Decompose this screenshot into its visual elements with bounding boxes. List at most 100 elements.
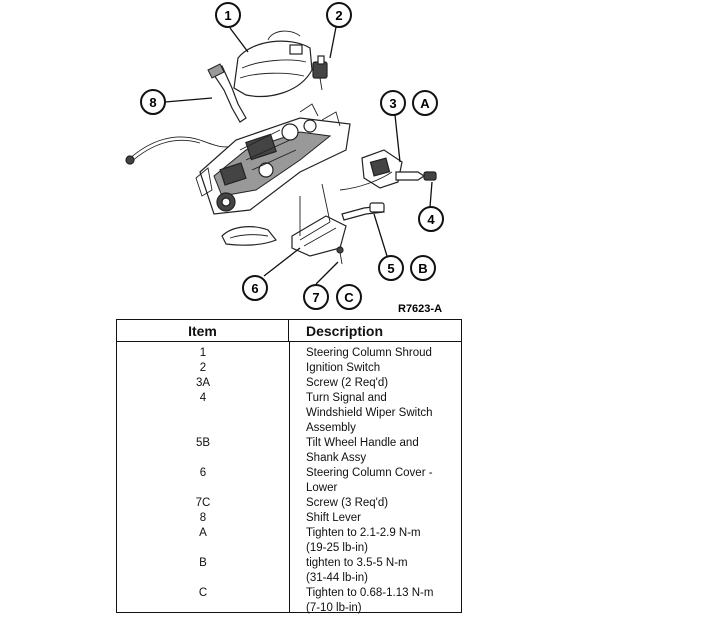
lower-column-cover-drawing — [291, 183, 347, 257]
description-line: Shift Lever — [306, 512, 361, 524]
table-row: C Tighten to 0.68-1.13 N-m (7-10 lb-in) — [117, 586, 461, 616]
callout-circle — [326, 2, 352, 28]
callout-label: C — [344, 290, 354, 305]
description-cell: Tighten to 2.1-2.9 N-m (19-25 lb-in) — [306, 526, 458, 556]
description-cell: Shift Lever — [306, 511, 458, 526]
callout-label: 7 — [312, 290, 319, 305]
callout-label: 2 — [335, 8, 342, 23]
callout-8: 8 — [140, 89, 166, 115]
table-row: 2 Ignition Switch — [117, 361, 461, 376]
item-cell: C — [198, 587, 208, 599]
callout-group: 1 2 3 A 4 5 B 6 7 C 8 — [140, 2, 444, 310]
item-cell: B — [199, 557, 207, 569]
callout-c: C — [336, 284, 362, 310]
description-line: Shank Assy — [306, 452, 367, 464]
description-cell: Screw (3 Req'd) — [306, 496, 458, 511]
table-row: A Tighten to 2.1-2.9 N-m (19-25 lb-in) — [117, 526, 461, 556]
callout-label: B — [418, 261, 427, 276]
description-line: Steering Column Cover - — [306, 467, 433, 479]
callout-6: 6 — [242, 275, 268, 301]
exploded-steering-column-diagram: 1 2 3 A 4 5 B 6 7 C 8 R7623-A — [125, 2, 444, 315]
leader-lines — [164, 26, 433, 285]
callout-a: A — [412, 90, 438, 116]
item-cell: A — [199, 527, 207, 539]
figure-reference: R7623-A — [398, 303, 442, 315]
callout-circle — [303, 284, 329, 310]
table-row: 6 Steering Column Cover - Lower — [117, 466, 461, 496]
description-cell: tighten to 3.5-5 N-m(31-44 lb-in) — [306, 556, 458, 586]
steering-column-body-drawing — [195, 103, 351, 215]
shift-lever-drawing — [207, 63, 247, 123]
callout-circle — [336, 284, 362, 310]
description-line: Screw (2 Req'd) — [306, 377, 389, 389]
description-line: Tilt Wheel Handle and — [306, 437, 419, 449]
description-line: (7-10 lb-in) — [306, 602, 362, 614]
description-line: Lower — [306, 482, 338, 494]
tilt-wheel-handle-drawing — [341, 202, 385, 221]
callout-7: 7 — [303, 284, 329, 310]
callout-circle — [380, 90, 406, 116]
description-line: Assembly — [306, 422, 356, 434]
callout-circle — [378, 255, 404, 281]
callout-circle — [242, 275, 268, 301]
description-cell: Ignition Switch — [306, 361, 458, 376]
turn-signal-switch-drawing — [339, 149, 437, 191]
item-cell: 2 — [199, 362, 207, 374]
description-column-header: Description — [289, 320, 461, 342]
description-cell: Steering Column Cover - Lower — [306, 466, 458, 496]
lower-bracket-drawing — [221, 226, 277, 246]
callout-label: 6 — [251, 281, 258, 296]
column-divider — [289, 342, 290, 612]
callout-b: B — [410, 255, 436, 281]
item-cell: 5B — [195, 437, 211, 449]
callout-label: 3 — [389, 96, 396, 111]
description-line: Tighten to 0.68-1.13 N-m — [306, 587, 434, 599]
table-row: 8 Shift Lever — [117, 511, 461, 526]
callout-4: 4 — [418, 206, 444, 232]
callout-label: A — [420, 96, 430, 111]
description-line: Windshield Wiper Switch — [306, 407, 433, 419]
item-cell: 8 — [199, 512, 207, 524]
description-line: Screw (3 Req'd) — [306, 497, 389, 509]
item-cell: 1 — [199, 347, 207, 359]
callout-5: 5 — [378, 255, 404, 281]
shift-cable-drawing — [125, 136, 237, 165]
item-cell: 7C — [195, 497, 211, 509]
ignition-switch-drawing — [312, 55, 328, 91]
description-line: Ignition Switch — [306, 362, 381, 374]
callout-circle — [140, 89, 166, 115]
callout-3: 3 — [380, 90, 406, 116]
callout-circle — [412, 90, 438, 116]
item-cell: 6 — [199, 467, 207, 479]
description-line: Steering Column Shroud — [306, 347, 432, 359]
cover-screw-drawing — [336, 246, 344, 265]
item-column-header: Item — [117, 320, 289, 342]
parts-legend-table: Item Description 1 Steering Column Shroud… — [116, 319, 462, 616]
description-cell: Tighten to 0.68-1.13 N-m (7-10 lb-in) — [306, 586, 458, 616]
callout-1: 1 — [215, 2, 241, 28]
callout-2: 2 — [326, 2, 352, 28]
table-row: 3A Screw (2 Req'd) — [117, 376, 461, 391]
table-row: 1 Steering Column Shroud — [117, 346, 461, 361]
table-row: 7C Screw (3 Req'd) — [117, 496, 461, 511]
callout-label: 1 — [224, 8, 231, 23]
description-cell: Steering Column Shroud — [306, 346, 458, 361]
callout-circle — [418, 206, 444, 232]
description-line: (19-25 lb-in) — [306, 542, 368, 554]
description-line: Turn Signal and — [306, 392, 387, 404]
item-cell: 3A — [195, 377, 211, 389]
callout-circle — [410, 255, 436, 281]
callout-circle — [215, 2, 241, 28]
callout-label: 8 — [149, 95, 156, 110]
callout-label: 5 — [387, 261, 394, 276]
description-line: (31-44 lb-in) — [306, 572, 368, 584]
description-line: Tighten to 2.1-2.9 N-m — [306, 527, 421, 539]
description-cell: Screw (2 Req'd) — [306, 376, 458, 391]
item-cell: 4 — [199, 392, 207, 404]
callout-label: 4 — [427, 212, 435, 227]
